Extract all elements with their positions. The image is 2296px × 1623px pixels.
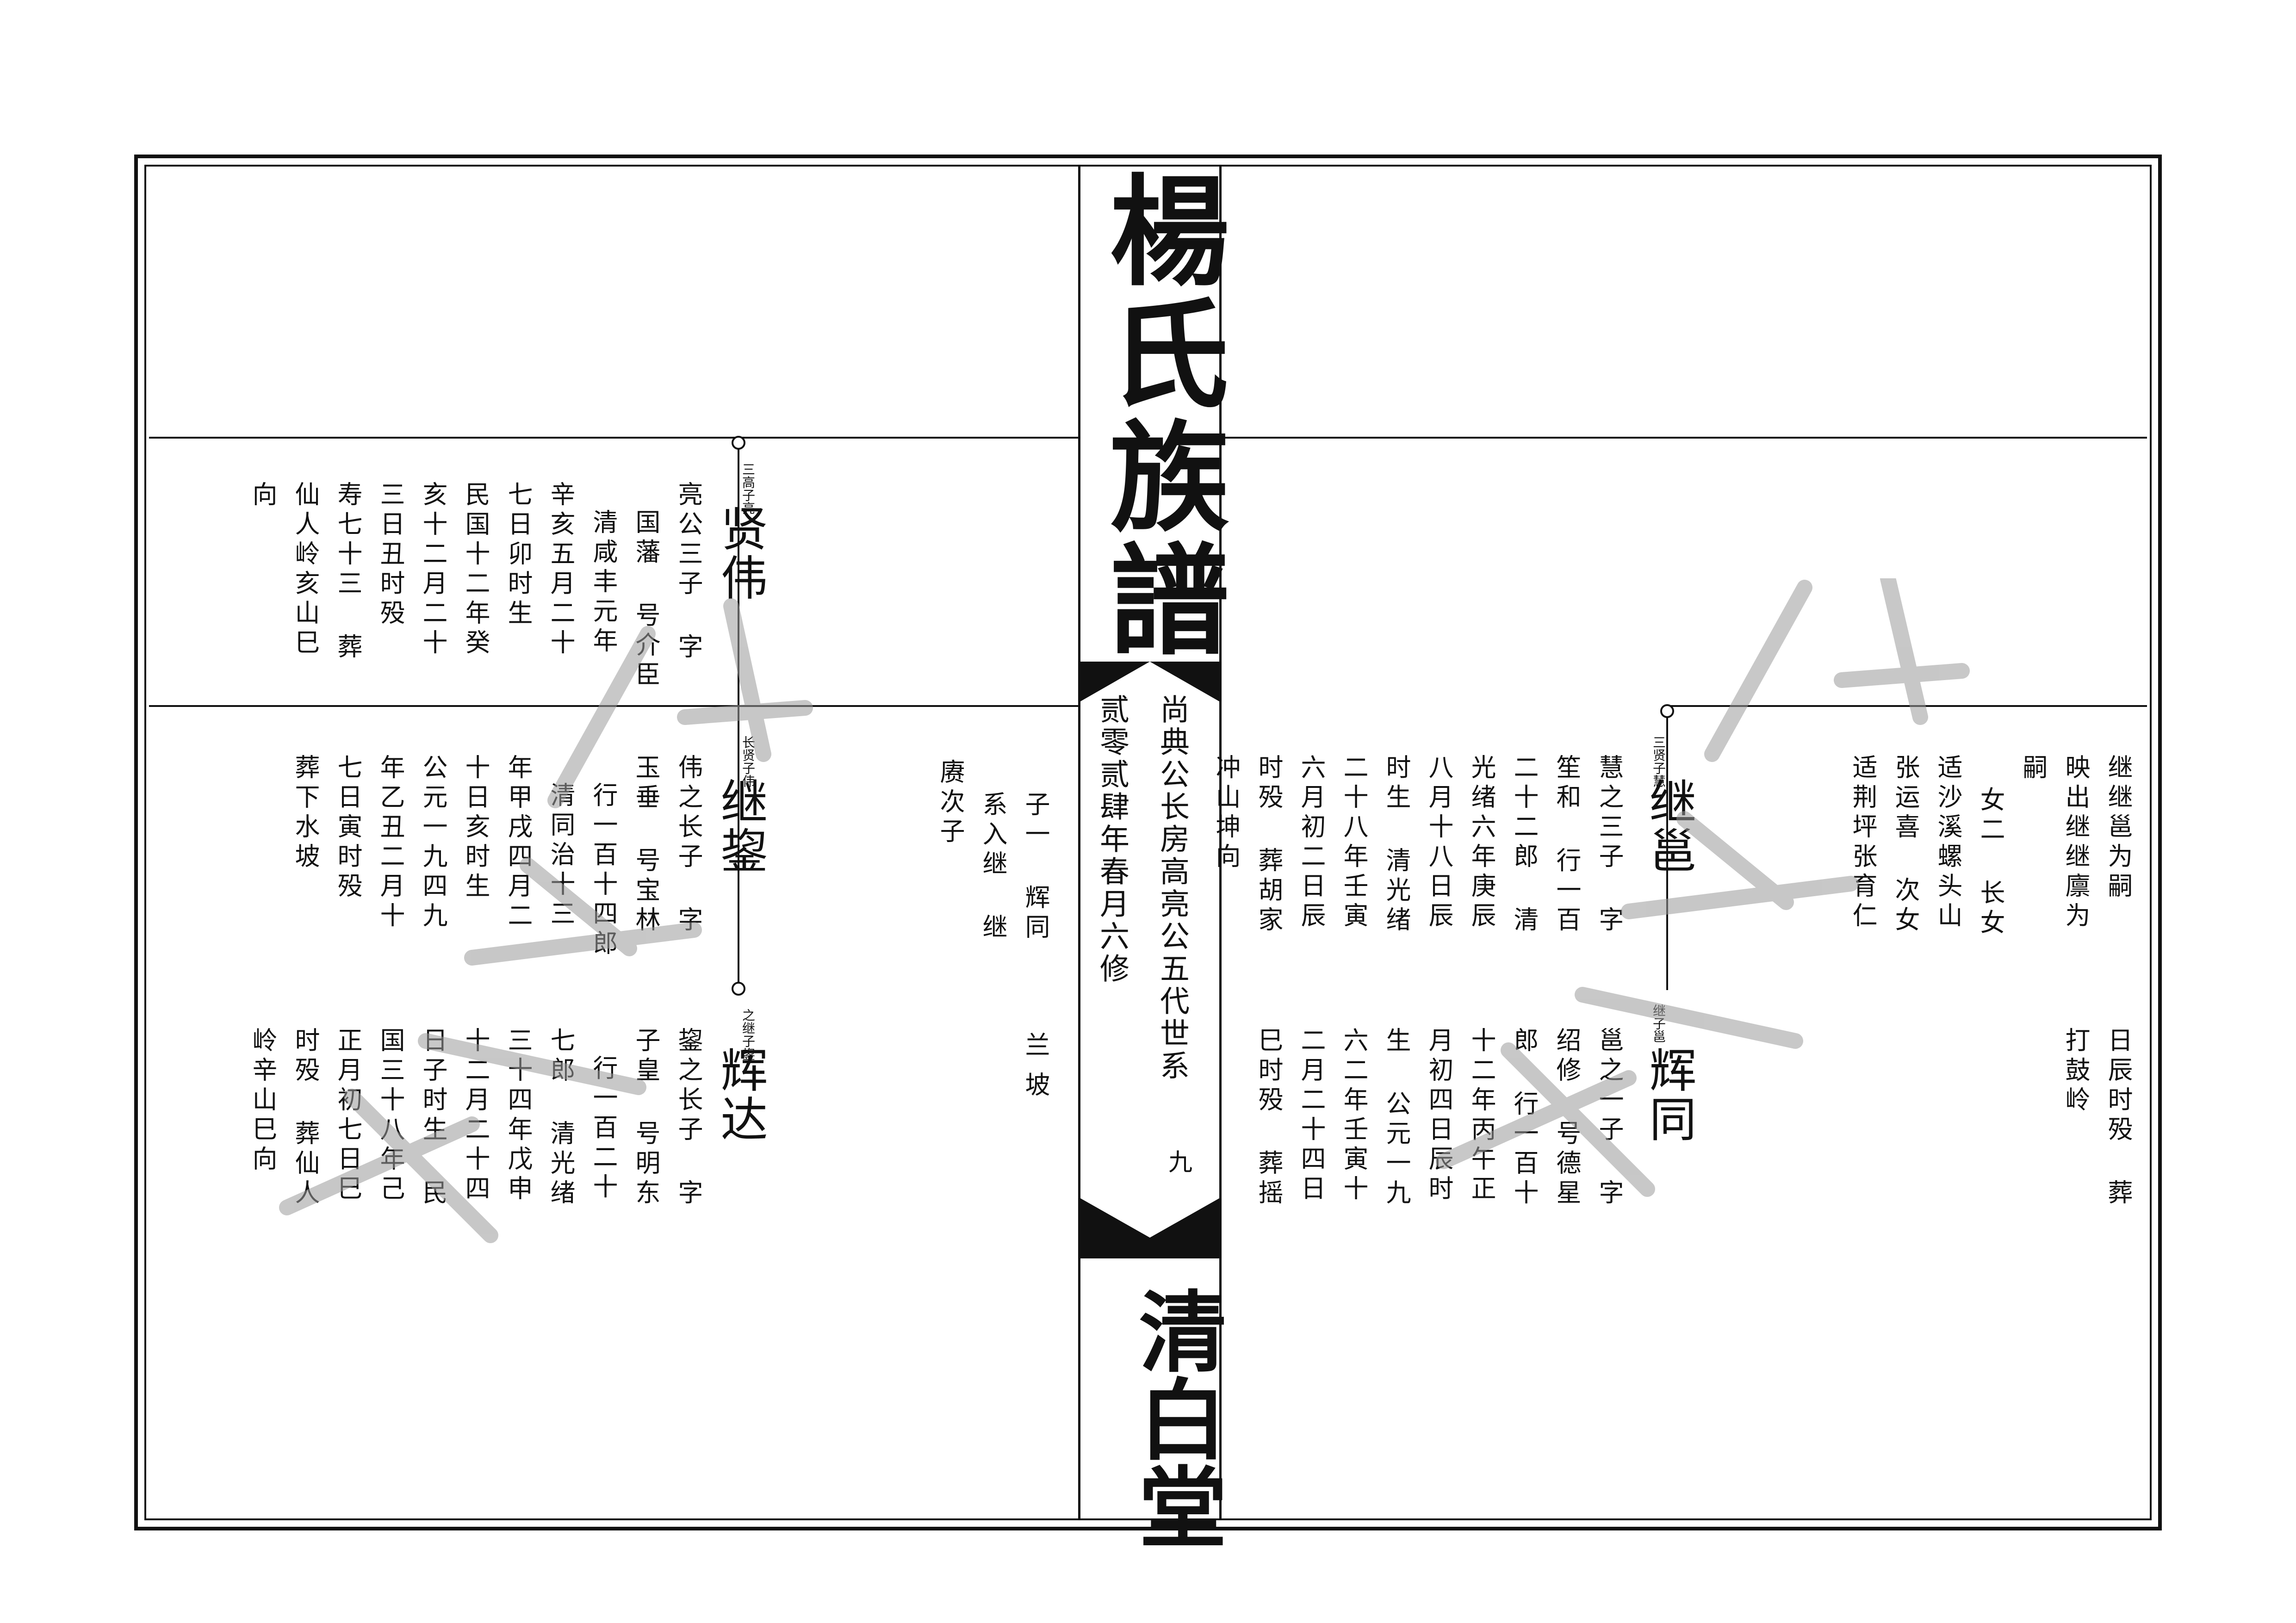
bio-line: 冲山坤向 — [1211, 754, 1241, 873]
spine-left-rule — [1078, 165, 1080, 1520]
page-number: 九 — [1168, 1149, 1193, 1177]
note-line: 适荆坪张育仁 — [1848, 754, 1877, 932]
bio-line: 时生 清光绪 — [1382, 754, 1411, 936]
person-name-huida: 辉达 — [713, 1046, 768, 1144]
bio-line: 清咸丰元年 — [589, 509, 618, 657]
person-tag: 三高子亮 — [740, 463, 756, 514]
note-line: 兰 — [1021, 1032, 1050, 1061]
right-branch-rule — [1666, 705, 2147, 707]
right-lineage-connector — [1666, 712, 1668, 990]
biography-xianwei: 亮公三子 字 国藩 号介臣 清咸丰元年 辛亥五月二十 七日卯时生 民国十二年癸 … — [245, 481, 708, 691]
note-line: 张运喜 次女 — [1891, 754, 1920, 936]
note-line: 女二 长女 — [1976, 787, 2005, 939]
bio-line: 光绪六年庚辰 — [1467, 754, 1496, 932]
bio-line: 绍修 号德星 — [1552, 1027, 1581, 1209]
bio-line: 慧之三子 字 — [1595, 754, 1624, 936]
bio-line: 年乙丑二月十 — [376, 754, 405, 932]
person-tag: 长贤子伟 — [740, 736, 756, 787]
bio-line: 二十八年壬寅 — [1339, 754, 1368, 932]
note-line: 坡 — [1021, 1072, 1050, 1101]
biography-huitong: 邕之一子 字 绍修 号德星 郎 行一百十 十二年丙午正 月初四日辰时 生 公元一… — [1235, 1027, 1629, 1305]
right-generation-rule-1 — [1222, 437, 2147, 439]
person-name-xianwei: 贤伟 — [713, 504, 768, 602]
bio-line: 十日亥时生 — [461, 754, 490, 902]
bio-line: 生 公元一九 — [1382, 1027, 1411, 1209]
bio-line: 二月二十四日 — [1297, 1027, 1326, 1205]
watermark-left — [279, 598, 813, 1243]
note-line: 系入继 继 — [978, 791, 1007, 943]
note-line: 子一 辉同 — [1021, 791, 1050, 943]
bio-line: 六月初二日辰 — [1297, 754, 1326, 932]
bio-line: 笙和 行一百 — [1552, 754, 1581, 936]
bio-line: 向 — [248, 481, 277, 511]
bio-line: 鋆之长子 字 — [674, 1027, 703, 1209]
bio-line: 亥十二月二十 — [418, 481, 447, 659]
bio-line: 仙人岭亥山巳 — [291, 481, 320, 659]
node-marker — [1660, 704, 1674, 718]
hall-name: 清白堂 — [1124, 1286, 1227, 1550]
bio-line: 伟之长子 字 — [674, 754, 703, 936]
bio-line: 葬下水坡 — [291, 754, 320, 873]
bio-line: 辛亥五月二十 — [546, 481, 575, 659]
watermark-right — [1436, 578, 1970, 1197]
bio-line: 八月十八日辰 — [1424, 754, 1453, 932]
bio-line: 七日寅时殁 — [333, 754, 362, 902]
inner-border — [144, 165, 2152, 1520]
spine-diamond — [1080, 662, 1219, 1258]
note-line: 映出继继廪为 — [2061, 754, 2090, 932]
bio-line: 民国十二年癸 — [461, 481, 490, 659]
bio-line: 月初四日辰时 — [1424, 1027, 1453, 1205]
note-line: 日辰时殁 葬 — [2104, 1027, 2133, 1209]
bio-line: 亮公三子 字 — [674, 481, 703, 663]
note-line: 继继邕为嗣 — [2104, 754, 2133, 902]
bio-line: 公元一九四九 — [418, 754, 447, 932]
bio-line: 七日卯时生 — [503, 481, 533, 629]
bio-line: 时殁 葬胡家 — [1254, 754, 1283, 936]
family-notes: 继继邕为嗣 映出继继廪为 嗣 女二 长女 适沙溪螺头山 张运喜 次女 适荆坪张育… — [1823, 754, 2147, 1263]
bio-line: 二十二郎 清 — [1509, 754, 1539, 936]
bio-line: 寿七十三 葬 — [333, 481, 362, 663]
bio-line: 六二年壬寅十 — [1339, 1027, 1368, 1205]
bio-line: 玉垂 号宝林 — [631, 754, 660, 936]
node-marker — [732, 982, 745, 996]
biography-jiyin: 伟之长子 字 玉垂 号宝林 行一百十四郎 清同治十三 年甲戌四月二 十日亥时生 … — [287, 754, 708, 1032]
person-tag: 三贤子慧 — [1651, 736, 1666, 787]
note-line: 适沙溪螺头山 — [1933, 754, 1962, 932]
bio-line: 三日丑时殁 — [376, 481, 405, 629]
node-marker — [732, 436, 745, 450]
note-line: 赓次子 — [936, 759, 965, 848]
person-name-huitong: 辉同 — [1641, 1046, 1696, 1144]
bio-line: 十二年丙午正 — [1467, 1027, 1496, 1205]
book-title: 楊氏族譜 — [1090, 169, 1230, 661]
children-note: 子一 辉同 系入继 继 赓次子 兰 坡 — [921, 759, 1055, 1129]
bio-line: 巳时殁 葬摇 — [1254, 1027, 1283, 1209]
bio-line: 七郎 清光绪 — [546, 1027, 575, 1209]
note-line: 嗣 — [2018, 754, 2048, 784]
bio-line: 子皇 号明东 — [631, 1027, 660, 1209]
spine-lineage: 尚典公长房高亮公五代世系 — [1155, 694, 1189, 1083]
spine-edition: 贰零贰肆年春月六修 — [1095, 694, 1129, 985]
outer-border — [134, 155, 2162, 1530]
person-tag: 之继子鋆 — [740, 1009, 756, 1060]
left-generation-rule-1 — [149, 437, 1078, 439]
spine-right-rule — [1219, 165, 1222, 1520]
note-line: 打鼓岭 — [2061, 1027, 2090, 1116]
bio-line: 岭辛山巳向 — [248, 1027, 277, 1175]
biography-jiyi: 慧之三子 字 笙和 行一百 二十二郎 清 光绪六年庚辰 八月十八日辰 时生 清光… — [1211, 754, 1629, 1032]
bio-line: 年甲戌四月二 — [503, 754, 533, 932]
person-name-jiyin: 继鋆 — [713, 777, 768, 875]
